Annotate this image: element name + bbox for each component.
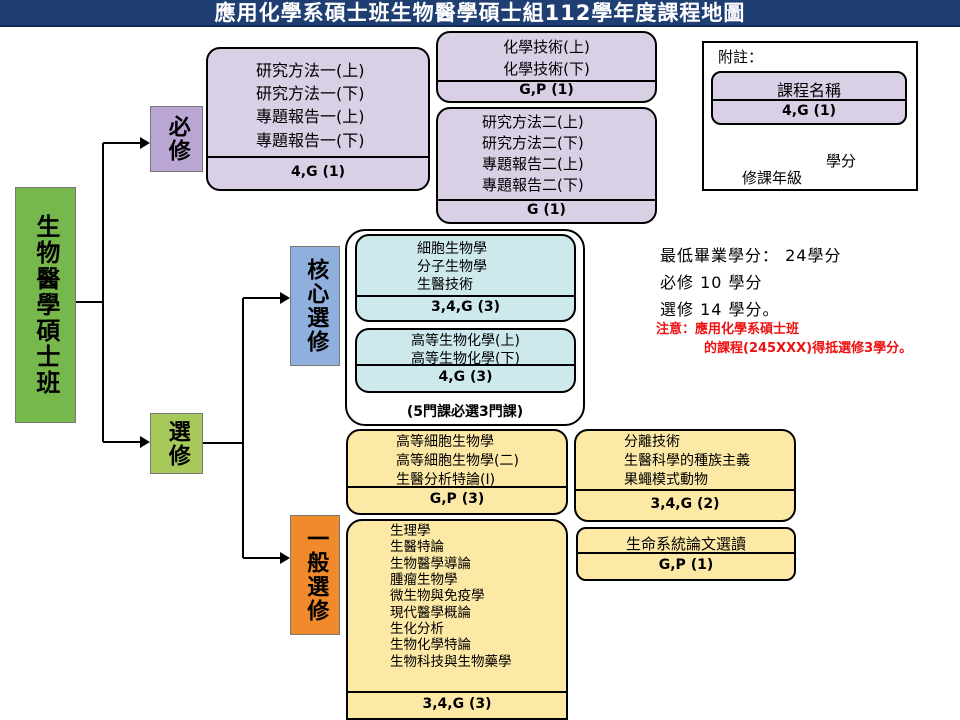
box-footer: G,P (1) bbox=[438, 80, 655, 101]
general-elective-label: 一般選修 bbox=[290, 515, 340, 635]
course-name: 果蠅模式動物 bbox=[624, 471, 708, 488]
legend-course-name: 課程名稱 bbox=[776, 81, 841, 100]
course-name: 研究方法一(下) bbox=[256, 84, 365, 104]
course-name: 生醫科學的種族主義 bbox=[624, 452, 750, 469]
box-footer: G (1) bbox=[438, 199, 655, 222]
course-name: 研究方法一(上) bbox=[256, 61, 365, 80]
course-name: 高等細胞生物學(二) bbox=[396, 452, 519, 469]
required-credits-text: 必修 10 學分 bbox=[660, 273, 763, 292]
elective-credits-text: 選修 14 學分。 bbox=[660, 300, 780, 319]
course-name: 化學技術(下) bbox=[503, 59, 590, 78]
course-name: 專題報告一(下) bbox=[256, 130, 365, 150]
course-name: 生物科技與生物藥學 bbox=[390, 653, 512, 670]
course-name: 生醫技術 bbox=[417, 277, 473, 294]
course-name: 生醫特論 bbox=[390, 539, 444, 556]
general-big-box: 生理學 生醫特論 生物醫學導論 腫瘤生物學 微生物與免疫學 現代醫學概論 生化分… bbox=[346, 519, 568, 720]
page-title: 應用化學系碩士班生物醫學碩士組112學年度課程地圖 bbox=[214, 1, 746, 25]
core-elective-label: 核心選修 bbox=[290, 246, 340, 366]
box-footer: 3,4,G (3) bbox=[357, 295, 574, 320]
course-name: 研究方法二(上) bbox=[482, 113, 584, 131]
box-footer: 4,G (3) bbox=[357, 364, 574, 391]
course-name: 分子生物學 bbox=[417, 259, 487, 276]
min-credits-text: 最低畢業學分： 24學分 bbox=[660, 246, 842, 265]
credits-info: 最低畢業學分： 24學分 必修 10 學分 選修 14 學分。 bbox=[660, 242, 841, 323]
box-footer: G,P (3) bbox=[348, 486, 566, 513]
legend-grade-label: 修課年級 bbox=[742, 169, 803, 187]
course-name: 專題報告二(下) bbox=[482, 176, 584, 194]
general-life-sys-box: 生命系統論文選讀 G,P (1) bbox=[576, 527, 796, 581]
required-research-2-box: 研究方法二(上) 研究方法二(下) 專題報告二(上) 專題報告二(下) G (1… bbox=[436, 107, 657, 224]
course-name: 現代醫學概論 bbox=[390, 604, 471, 621]
legend-heading: 附註： bbox=[718, 48, 764, 66]
course-name: 研究方法二(下) bbox=[482, 134, 584, 152]
course-name: 生醫分析特論(I) bbox=[396, 471, 496, 488]
course-name: 專題報告一(上) bbox=[256, 107, 365, 127]
elective-label: 選修 bbox=[150, 413, 203, 474]
title-bar bbox=[0, 0, 960, 27]
required-research-1-box: 研究方法一(上) 研究方法一(下) 專題報告一(上) 專題報告一(下) 4,G … bbox=[206, 47, 430, 191]
course-name: 微生物與免疫學 bbox=[390, 588, 485, 605]
legend-sample-box: 課程名稱 4,G (1) bbox=[711, 71, 907, 125]
legend-footer: 4,G (1) bbox=[713, 99, 905, 123]
course-name: 化學技術(上) bbox=[503, 38, 590, 56]
course-name: 生理學 bbox=[390, 523, 431, 539]
course-name: 腫瘤生物學 bbox=[390, 571, 458, 588]
legend-credit-label: 學分 bbox=[826, 152, 857, 170]
course-name: 高等生物化學(上) bbox=[411, 333, 520, 349]
course-name: 專題報告二(上) bbox=[482, 155, 584, 173]
required-chem-tech-box: 化學技術(上) 化學技術(下) G,P (1) bbox=[436, 31, 657, 103]
course-name: 高等生物化學(下) bbox=[411, 351, 520, 368]
course-name: 生物醫學導論 bbox=[390, 555, 471, 572]
core-biochem-box: 高等生物化學(上) 高等生物化學(下) 4,G (3) bbox=[355, 328, 576, 393]
core-elective-rule: (5門課必選3門課) bbox=[406, 404, 524, 420]
box-footer: 4,G (1) bbox=[208, 156, 428, 189]
course-name: 細胞生物學 bbox=[417, 241, 487, 257]
box-footer: 3,4,G (2) bbox=[576, 489, 794, 520]
program-label: 生物醫學碩士班 bbox=[15, 187, 76, 423]
credit-note-line1: 注意：應用化學系碩士班 bbox=[656, 322, 800, 337]
course-name: 生化分析 bbox=[390, 620, 444, 637]
box-footer: 3,4,G (3) bbox=[348, 691, 566, 718]
credit-note-line2: 的課程(245XXX)得抵選修3學分。 bbox=[704, 341, 913, 356]
course-name: 分離技術 bbox=[624, 434, 680, 450]
required-label: 必修 bbox=[150, 106, 203, 172]
course-name: 高等細胞生物學 bbox=[396, 434, 494, 450]
box-footer: G,P (1) bbox=[578, 552, 794, 579]
course-name: 生物化學特論 bbox=[390, 637, 471, 654]
core-cell-box: 細胞生物學 分子生物學 生醫技術 3,4,G (3) bbox=[355, 234, 576, 322]
course-name: 生命系統論文選讀 bbox=[625, 535, 746, 553]
general-adv-cell-box: 高等細胞生物學 高等細胞生物學(二) 生醫分析特論(I) G,P (3) bbox=[346, 429, 568, 515]
general-sep-tech-box: 分離技術 生醫科學的種族主義 果蠅模式動物 3,4,G (2) bbox=[574, 429, 796, 522]
